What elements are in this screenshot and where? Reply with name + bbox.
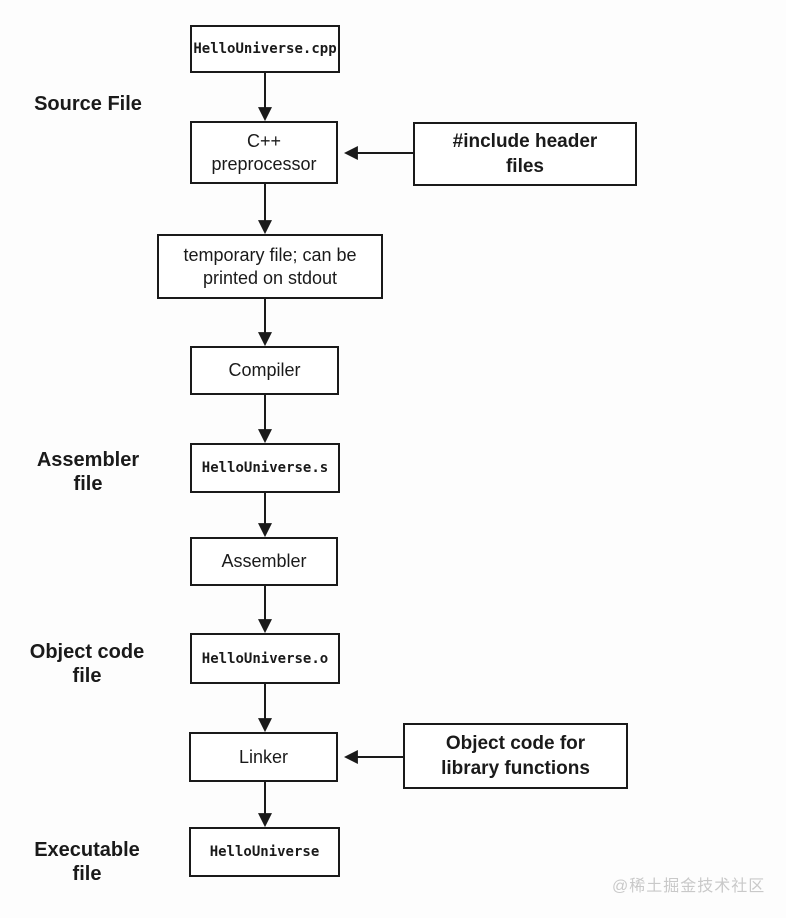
node-preprocessor-box: C++ preprocessor [190,121,338,184]
node-compiler-box: Compiler [190,346,339,395]
node-executable-box: HelloUniverse [189,827,340,877]
node-source-file-box: HelloUniverse.cpp [190,25,340,73]
node-assembler-box: Assembler [190,537,338,586]
node-include-headers-box: #include header files [413,122,637,186]
stage-label-source-file: Source File [34,93,142,115]
node-assembly-file-box: HelloUniverse.s [190,443,340,493]
stage-label-executable-file: Executable file [34,839,140,885]
node-library-object-code-box: Object code for library functions [403,723,628,789]
node-linker-box: Linker [189,732,338,782]
node-object-file-box: HelloUniverse.o [190,633,340,684]
stage-label-object-code-file: Object code file [29,641,145,687]
node-temp-file-box: temporary file; can be printed on stdout [157,234,383,299]
stage-label-assembler-file: Assembler file [36,449,140,495]
watermark-text: @稀土掘金技术社区 [612,878,766,895]
